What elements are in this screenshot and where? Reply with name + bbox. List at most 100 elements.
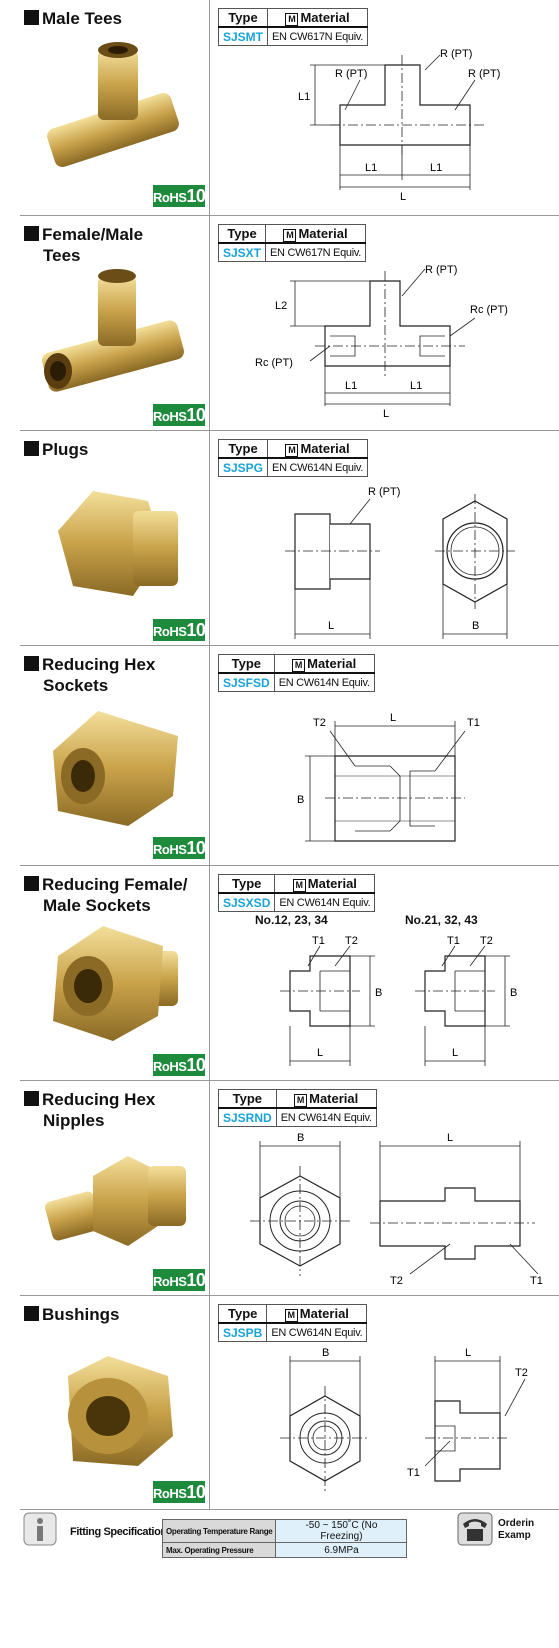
svg-text:R (PT): R (PT) [368,486,400,498]
svg-text:B: B [297,1132,304,1144]
svg-text:L1: L1 [410,380,422,392]
product-photo [68,1356,173,1466]
product-title: Reducing Female/Male Sockets [24,874,187,916]
svg-text:B: B [322,1347,329,1359]
product-photo [53,711,178,826]
technical-drawing: B L T2 T1 [280,1347,528,1491]
label-l: L [400,191,406,203]
svg-text:L: L [447,1132,453,1144]
rohs-badge: RoHS10 [153,1054,206,1076]
rohs-badge: RoHS10 [153,1269,206,1291]
info-icon [23,1512,57,1546]
svg-text:R (PT): R (PT) [425,264,457,276]
svg-text:B: B [510,987,517,999]
svg-text:B: B [472,620,479,632]
svg-text:T2: T2 [390,1275,403,1287]
svg-text:T1: T1 [312,935,325,947]
label-l1-right: L1 [430,162,442,174]
type-code: SJSFSD [218,672,275,692]
label-l1-vertical: L1 [298,91,310,103]
svg-text:Rc (PT): Rc (PT) [255,357,293,369]
technical-drawing: T1 T2 T1 T2 B B L L [280,935,517,1066]
type-header: Type [217,8,269,28]
svg-text:T2: T2 [515,1367,528,1379]
temp-value: -50 ~ 150˚C (No Freezing) [275,1519,408,1543]
svg-text:L: L [383,408,389,420]
rohs-badge: RoHS10 [153,837,206,859]
product-title: Male Tees [24,8,122,29]
rohs-badge: RoHS10 [153,1481,206,1503]
material-value: EN CW614N Equiv. [274,892,376,912]
svg-text:T1: T1 [447,935,460,947]
label-r-pt-right: R (PT) [468,68,500,80]
svg-text:L: L [390,712,396,724]
product-photo [53,926,178,1041]
product-photo [47,42,179,168]
svg-text:T1: T1 [530,1275,543,1287]
label-r-pt-left: R (PT) [335,68,367,80]
technical-drawing: R (PT) R (PT) R (PT) L1 L1 L1 L [298,48,500,203]
svg-text:T2: T2 [345,935,358,947]
pressure-label: Max. Operating Pressure [161,1542,277,1558]
sub-label-right: No.21, 32, 43 [405,913,478,927]
product-info-panel: Bushings RoHS10 [20,1296,210,1509]
material-value: EN CW614N Equiv. [266,1322,368,1342]
material-value: EN CW614N Equiv. [273,672,375,692]
svg-text:T1: T1 [407,1467,420,1479]
svg-text:L: L [465,1347,471,1359]
technical-drawing: R (PT) Rc (PT) Rc (PT) L2 L1 L1 L [255,264,508,420]
svg-text:B: B [297,794,304,806]
svg-text:Rc (PT): Rc (PT) [470,304,508,316]
product-title: Bushings [24,1304,119,1325]
product-section-reducing-female-male-sockets: Reducing Female/Male Sockets RoHS10 Type… [20,865,559,1080]
type-code: SJSPG [217,457,269,477]
svg-text:T2: T2 [480,935,493,947]
phone-icon [457,1512,493,1546]
label-r-pt-top: R (PT) [440,48,472,60]
material-value: EN CW617N Equiv. [267,26,368,46]
sub-label-left: No.12, 23, 34 [255,913,328,927]
type-code: SJSXSD [217,892,276,912]
ordering-example-link[interactable]: Orderin Examp [498,1518,535,1541]
rohs-badge: RoHS10 [153,404,206,426]
svg-text:L2: L2 [275,300,287,312]
product-title: Plugs [24,439,88,460]
type-code: SJSPB [217,1322,268,1342]
fitting-specs-label: Fitting Specifications [70,1526,173,1538]
svg-text:L: L [452,1047,458,1059]
product-info-panel: Plugs RoHS10 [20,431,210,645]
footer-bar: Fitting Specifications Operating Tempera… [0,1500,559,1648]
svg-text:T1: T1 [467,717,480,729]
type-code: SJSMT [217,26,269,46]
product-photo [45,1156,186,1246]
technical-drawing: T2 L T1 B [297,712,480,842]
technical-drawing: B L T2 T1 [250,1132,543,1287]
svg-text:L: L [317,1047,323,1059]
type-code: SJSXT [217,242,267,262]
product-info-panel: Reducing Female/Male Sockets RoHS10 [20,866,210,1080]
fitting-specs-table: Operating Temperature Range -50 ~ 150˚C … [161,1519,408,1558]
rohs-badge: RoHS10 [153,185,206,207]
